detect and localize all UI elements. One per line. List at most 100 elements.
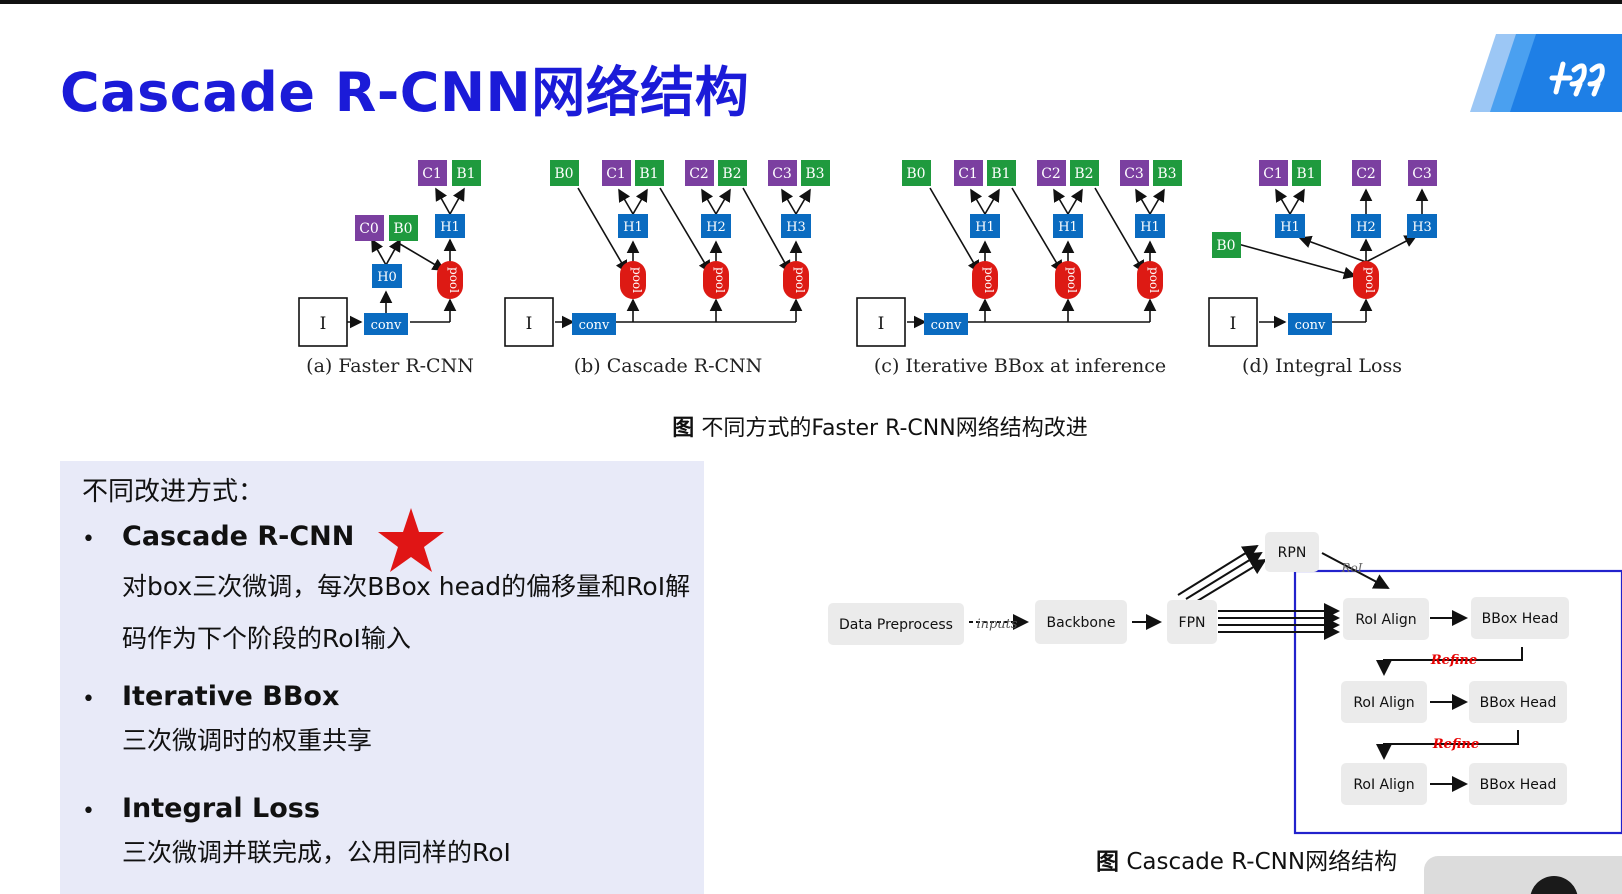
caption-a: (a) Faster R-CNN — [306, 355, 474, 377]
svg-text:B0: B0 — [906, 166, 925, 182]
node-roi-align-2 — [1341, 681, 1427, 723]
svg-text:pool: pool — [713, 267, 727, 293]
svg-text:pool: pool — [793, 267, 807, 293]
svg-text:B2: B2 — [1074, 166, 1093, 182]
bullet-icon: • — [82, 799, 95, 824]
svg-text:BBox Head: BBox Head — [1480, 777, 1557, 793]
svg-text:Data Preprocess: Data Preprocess — [839, 617, 953, 633]
svg-text:C0: C0 — [359, 221, 379, 237]
svg-text:I: I — [1230, 314, 1237, 334]
svg-text:pool: pool — [1065, 267, 1079, 293]
item-title-cascade: Cascade R-CNN — [122, 521, 355, 552]
svg-text:H1: H1 — [1140, 220, 1160, 235]
node-bbox-head-1 — [1471, 597, 1569, 639]
svg-text:Backbone: Backbone — [1047, 615, 1116, 631]
svg-text:H2: H2 — [706, 220, 726, 235]
svg-text:H1: H1 — [975, 220, 995, 235]
svg-text:B0: B0 — [393, 221, 412, 237]
cascade-highlight-box — [1293, 569, 1622, 835]
svg-text:pool: pool — [982, 267, 996, 293]
svg-text:C1: C1 — [1263, 166, 1283, 182]
star-icon — [378, 508, 444, 572]
svg-text:H1: H1 — [623, 220, 643, 235]
node-data-preprocess — [828, 603, 964, 645]
svg-text:pool: pool — [447, 267, 461, 293]
diagram-d: I conv B0 C1 B1 C2 C3 H1 H2 H3 pool — [1208, 160, 1437, 347]
figure-cascade-pipeline: .nb { fill: #ebebeb; } .nt { font-family… — [828, 532, 1622, 835]
svg-text:H1: H1 — [1280, 220, 1300, 235]
diagram-b: I conv B0 C1 B1 C2 B2 C3 B3 H1 H2 H3 poo… — [504, 160, 830, 347]
svg-text:C3: C3 — [772, 166, 792, 182]
svg-text:C2: C2 — [1356, 166, 1376, 182]
diagram-c: I conv B0 C1 B1 C2 B2 C3 B3 H1 H1 H1 poo… — [856, 160, 1182, 347]
svg-text:pool: pool — [630, 267, 644, 293]
svg-text:B3: B3 — [805, 166, 824, 182]
panel-heading: 不同改进方式： — [82, 477, 265, 507]
node-roi-align-1 — [1343, 598, 1429, 640]
svg-text:pool: pool — [1363, 267, 1377, 293]
edge-label-inputs: inputs — [976, 617, 1017, 632]
node-bbox-head-2 — [1469, 681, 1567, 723]
svg-text:C3: C3 — [1124, 166, 1144, 182]
svg-text:B0: B0 — [554, 166, 573, 182]
svg-text:H3: H3 — [786, 220, 806, 235]
svg-text:BBox Head: BBox Head — [1482, 611, 1559, 627]
svg-text:B0: B0 — [1216, 238, 1235, 254]
svg-text:H1: H1 — [440, 220, 460, 235]
item-title-integral: Integral Loss — [122, 793, 320, 824]
bullet-icon: • — [82, 687, 95, 712]
svg-text:BBox Head: BBox Head — [1480, 695, 1557, 711]
figure1-caption: 图 不同方式的Faster R-CNN网络结构改进 — [672, 416, 1088, 441]
svg-text:H3: H3 — [1412, 220, 1432, 235]
page-title: Cascade R-CNN网络结构 — [60, 61, 750, 124]
svg-text:RoI Align: RoI Align — [1353, 777, 1414, 793]
svg-text:B1: B1 — [991, 166, 1010, 182]
node-fpn — [1167, 600, 1217, 644]
svg-text:B1: B1 — [456, 166, 475, 182]
input-label: I — [320, 314, 327, 334]
logo — [1470, 34, 1622, 112]
svg-text:C1: C1 — [606, 166, 626, 182]
item-desc-cascade: 对box三次微调，每次BBox head的偏移量和RoI解码作为下个阶段的RoI… — [122, 572, 691, 653]
webcam-thumbnail — [1424, 856, 1622, 894]
svg-text:RoI Align: RoI Align — [1353, 695, 1414, 711]
svg-text:conv: conv — [579, 318, 610, 333]
svg-text:B3: B3 — [1157, 166, 1176, 182]
node-backbone — [1035, 600, 1127, 644]
svg-text:conv: conv — [1295, 318, 1326, 333]
item-desc-integral: 三次微调并联完成，公用同样的RoI — [122, 838, 511, 867]
svg-text:B2: B2 — [722, 166, 741, 182]
diagram-a: I conv H0 C0 B0 pool H1 C1 B1 — [298, 160, 481, 347]
svg-text:B1: B1 — [1296, 166, 1315, 182]
caption-d: (d) Integral Loss — [1242, 355, 1402, 377]
svg-text:RPN: RPN — [1278, 545, 1307, 561]
svg-text:FPN: FPN — [1179, 615, 1206, 631]
figure-rcnn-variants: I conv H0 C0 B0 pool H1 C1 B1 (a) Faster… — [298, 160, 1437, 377]
caption-c: (c) Iterative BBox at inference — [874, 355, 1166, 377]
node-bbox-head-3 — [1469, 763, 1567, 805]
svg-text:B1: B1 — [639, 166, 658, 182]
node-roi-align-3 — [1341, 763, 1427, 805]
svg-text:RoI Align: RoI Align — [1355, 612, 1416, 628]
top-border — [0, 0, 1622, 4]
caption-b: (b) Cascade R-CNN — [574, 355, 763, 377]
svg-text:pool: pool — [1147, 267, 1161, 293]
edge-label-roi: RoI — [1341, 561, 1363, 575]
svg-text:conv: conv — [931, 318, 962, 333]
conv-label: conv — [371, 318, 402, 333]
edge-label-refine: Refine — [1432, 737, 1479, 752]
svg-text:I: I — [878, 314, 885, 334]
svg-text:H1: H1 — [1058, 220, 1078, 235]
svg-text:C1: C1 — [422, 166, 442, 182]
svg-text:C2: C2 — [1041, 166, 1061, 182]
svg-text:H2: H2 — [1356, 220, 1376, 235]
svg-text:H0: H0 — [377, 270, 397, 285]
svg-text:I: I — [526, 314, 533, 334]
svg-text:C1: C1 — [958, 166, 978, 182]
edge-label-refine: Refine — [1430, 653, 1477, 668]
svg-text:C3: C3 — [1412, 166, 1432, 182]
figure2-caption: 图 Cascade R-CNN网络结构 — [1096, 849, 1398, 875]
node-rpn — [1265, 532, 1319, 572]
item-desc-iterative: 三次微调时的权重共享 — [122, 726, 373, 755]
bullet-icon: • — [82, 527, 95, 552]
